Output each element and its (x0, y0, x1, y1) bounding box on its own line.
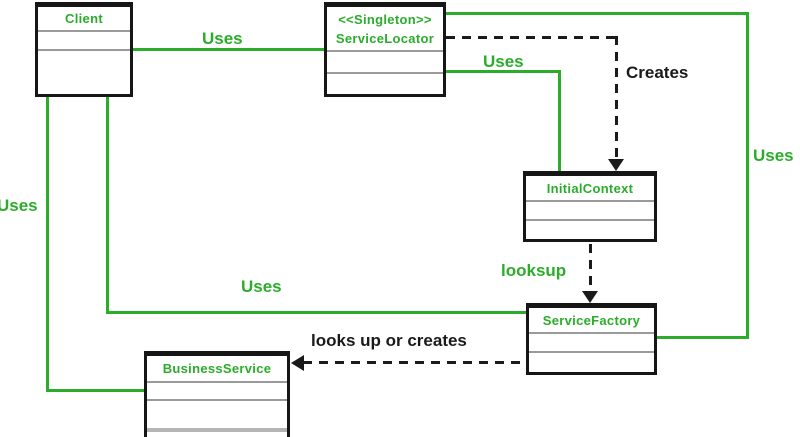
servicelocator-attributes-compartment (327, 52, 443, 74)
edge-servicelocator-servicefactory-line-top (444, 12, 749, 15)
class-title-businessservice: BusinessService (147, 356, 287, 383)
uses-label-client-servicefactory: Uses (241, 277, 282, 296)
businessservice-attributes-compartment (147, 383, 287, 401)
businessservice-extra-compartment (147, 432, 287, 437)
edge-servicelocator-initialcontext-line-h (444, 70, 561, 73)
client-methods-compartment (38, 51, 130, 94)
class-box-businessservice: BusinessService (144, 351, 290, 437)
client-attributes-compartment (38, 32, 130, 51)
arrowhead-looksup (582, 291, 598, 303)
class-box-servicelocator: <<Singleton>> ServiceLocator (324, 2, 446, 97)
edge-client-servicelocator-line (131, 48, 326, 51)
edge-creates-line-v (615, 36, 618, 160)
edge-creates-line-h (446, 36, 618, 39)
arrowhead-looks-up-or-creates (291, 355, 304, 371)
uses-label-client-businessservice: Uses (0, 196, 38, 215)
class-title-servicefactory: ServiceFactory (529, 308, 654, 334)
class-title-initialcontext: InitialContext (526, 176, 654, 202)
uses-label-servicelocator-initialcontext: Uses (483, 52, 524, 71)
edge-servicelocator-servicefactory-line-right (746, 12, 749, 339)
servicelocator-name: ServiceLocator (335, 30, 435, 46)
edge-looksup-line (589, 244, 592, 292)
initialcontext-attributes-compartment (526, 202, 654, 221)
edge-servicelocator-servicefactory-line-bottom (657, 336, 749, 339)
class-box-initialcontext: InitialContext (523, 171, 657, 242)
uses-label-servicelocator-servicefactory: Uses (753, 146, 794, 165)
edge-servicelocator-initialcontext-line-v (558, 70, 561, 171)
servicelocator-methods-compartment (327, 74, 443, 94)
servicefactory-attributes-compartment (529, 334, 654, 353)
edge-client-servicefactory-line-v (106, 96, 109, 314)
initialcontext-methods-compartment (526, 221, 654, 239)
servicefactory-methods-compartment (529, 353, 654, 372)
edge-looksup-or-creates-line (303, 361, 526, 364)
edge-client-businessservice-line-v (46, 96, 49, 392)
class-title-client: Client (38, 7, 130, 32)
class-box-servicefactory: ServiceFactory (526, 303, 657, 375)
looks-up-or-creates-label: looks up or creates (311, 331, 467, 350)
servicelocator-stereotype: <<Singleton>> (338, 11, 432, 27)
uses-label-client-servicelocator: Uses (202, 29, 243, 48)
edge-client-servicefactory-line-h (106, 311, 527, 314)
looksup-label: looksup (501, 261, 567, 280)
arrowhead-creates (608, 159, 624, 171)
class-title-servicelocator: <<Singleton>> ServiceLocator (327, 7, 443, 52)
creates-label: Creates (626, 63, 689, 82)
class-box-client: Client (35, 2, 133, 97)
edge-client-businessservice-line-h (46, 389, 145, 392)
businessservice-methods-compartment (147, 401, 287, 432)
